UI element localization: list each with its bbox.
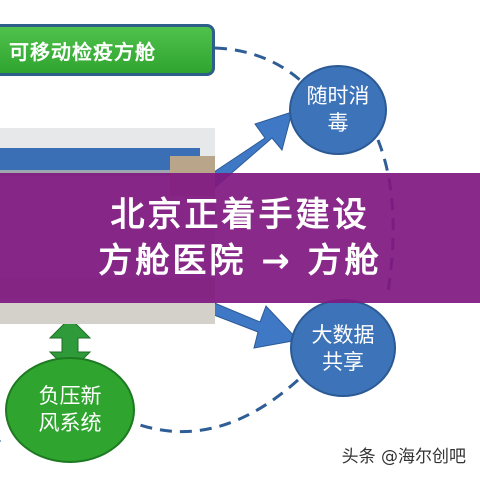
dashed-connector-bottom <box>139 378 300 434</box>
node-ventilation-line1: 负压新 <box>38 384 102 408</box>
headline-banner: 北京正着手建设 方舱医院 → 方舱 <box>0 173 480 303</box>
node-mobile-quarantine: 可移动检疫方舱 <box>0 24 215 76</box>
node-disinfection-label: 随时消 毒 <box>290 83 386 137</box>
node-ventilation-line2: 风系统 <box>38 411 102 435</box>
headline-line2: 方舱医院 → 方舱 <box>98 241 382 281</box>
node-big-data-line1: 大数据 <box>311 323 375 347</box>
node-mobile-quarantine-label: 可移动检疫方舱 <box>9 39 156 64</box>
dashed-connector-top <box>214 46 301 82</box>
node-big-data-label: 大数据 共享 <box>291 322 395 376</box>
node-big-data-line2: 共享 <box>322 350 364 374</box>
source-watermark: 头条 @海尔创吧 <box>341 447 466 467</box>
arrow-to-big-data <box>205 301 299 349</box>
node-ventilation-label: 负压新 风系统 <box>10 383 130 437</box>
node-disinfection-line2: 毒 <box>327 111 349 135</box>
headline-line1: 北京正着手建设 <box>110 195 370 235</box>
node-disinfection-line1: 随时消 <box>306 84 370 108</box>
node-ventilation-circle <box>5 357 135 463</box>
node-disinfection-circle <box>289 65 387 155</box>
